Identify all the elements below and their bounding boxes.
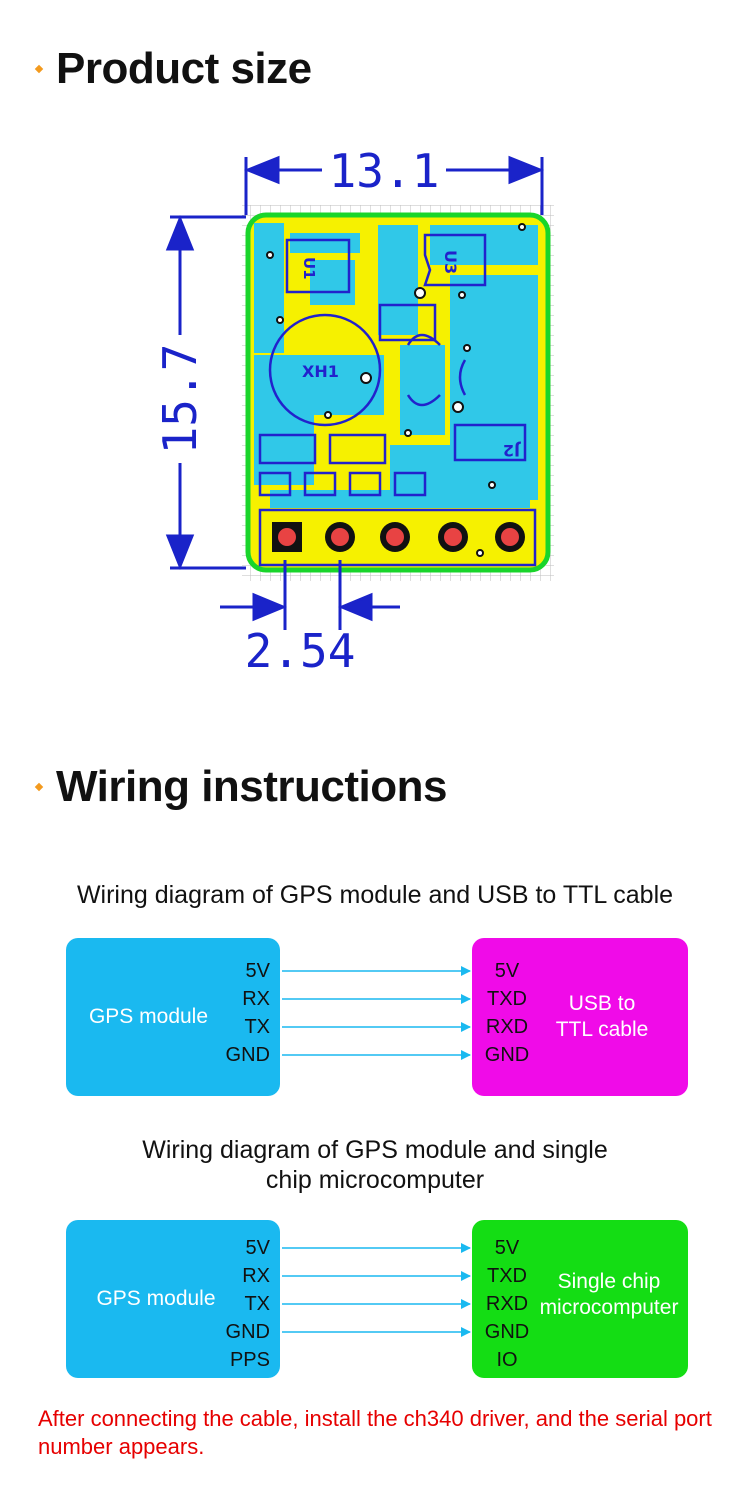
width-dimension-label: 13.1 xyxy=(329,145,440,198)
silk-label-xh1: XH1 xyxy=(302,362,339,381)
silk-label-j2: J2 xyxy=(503,441,521,460)
d2-right-pin: IO xyxy=(496,1349,518,1371)
diagram2-caption-line1: Wiring diagram of GPS module and single xyxy=(142,1136,608,1164)
d2-left-pin: PPS xyxy=(229,1349,270,1371)
d2-left-pin: TX xyxy=(244,1293,270,1315)
d1-left-pin: TX xyxy=(244,1016,270,1038)
header-pins xyxy=(272,522,525,552)
d1-right-pin: GND xyxy=(484,1044,530,1066)
mcu-box: Single chip microcomputer xyxy=(472,1220,688,1378)
mcu-label-line1: Single chip xyxy=(557,1270,661,1293)
d1-right-pin: TXD xyxy=(487,988,527,1010)
d2-right-pin: RXD xyxy=(485,1293,529,1315)
wiring-title: Wiring instructions xyxy=(56,762,448,811)
wiring-heading: Wiring instructions xyxy=(34,762,448,812)
gps-module-box: GPS module xyxy=(66,938,280,1096)
height-dimension-label: 15.7 xyxy=(153,344,207,455)
d2-left-pin: 5V xyxy=(245,1237,270,1259)
mcu-label: Single chip microcomputer xyxy=(534,1216,684,1374)
gps-module-label-2: GPS module xyxy=(96,1287,216,1310)
dimension-lines xyxy=(165,155,545,630)
d1-left-pin: GND xyxy=(225,1044,270,1066)
diagram2-caption: Wiring diagram of GPS module and single … xyxy=(0,1135,750,1195)
d2-right-pin: GND xyxy=(484,1321,530,1343)
usb-ttl-label: USB to TTL cable xyxy=(532,938,672,1096)
product-size-heading: Product size xyxy=(34,44,312,94)
diagram2-caption-line2: chip microcomputer xyxy=(265,1166,485,1194)
d1-right-pin: RXD xyxy=(485,1016,529,1038)
pcb-dimension-drawing: U1 U3 XH1 J2 xyxy=(153,145,554,678)
silkscreen-outlines xyxy=(258,233,537,567)
silk-label-u1: U1 xyxy=(300,257,318,280)
d2-left-pin: RX xyxy=(242,1265,270,1287)
pitch-dimension-label: 2.54 xyxy=(245,624,356,678)
driver-install-note: After connecting the cable, install the … xyxy=(38,1406,712,1459)
d2-left-pin: GND xyxy=(225,1321,270,1343)
copper-traces xyxy=(254,223,538,508)
usb-ttl-label-line1: USB to xyxy=(568,992,636,1015)
d2-right-pin: TXD xyxy=(487,1265,527,1287)
gps-module-box-2: GPS module xyxy=(66,1220,280,1378)
product-size-title: Product size xyxy=(56,44,312,93)
vias xyxy=(266,223,526,557)
usb-ttl-box: USB to TTL cable xyxy=(472,938,688,1096)
d1-left-pin: RX xyxy=(242,988,270,1010)
mcu-label-line2: microcomputer xyxy=(539,1296,679,1319)
usb-ttl-label-line2: TTL cable xyxy=(555,1018,649,1041)
silk-label-u3: U3 xyxy=(441,250,460,274)
d1-left-pin: 5V xyxy=(245,960,270,982)
gps-module-label: GPS module xyxy=(88,1005,209,1028)
d1-right-pin: 5V xyxy=(494,960,520,982)
diagram1-caption: Wiring diagram of GPS module and USB to … xyxy=(76,881,674,909)
d2-right-pin: 5V xyxy=(494,1237,520,1259)
